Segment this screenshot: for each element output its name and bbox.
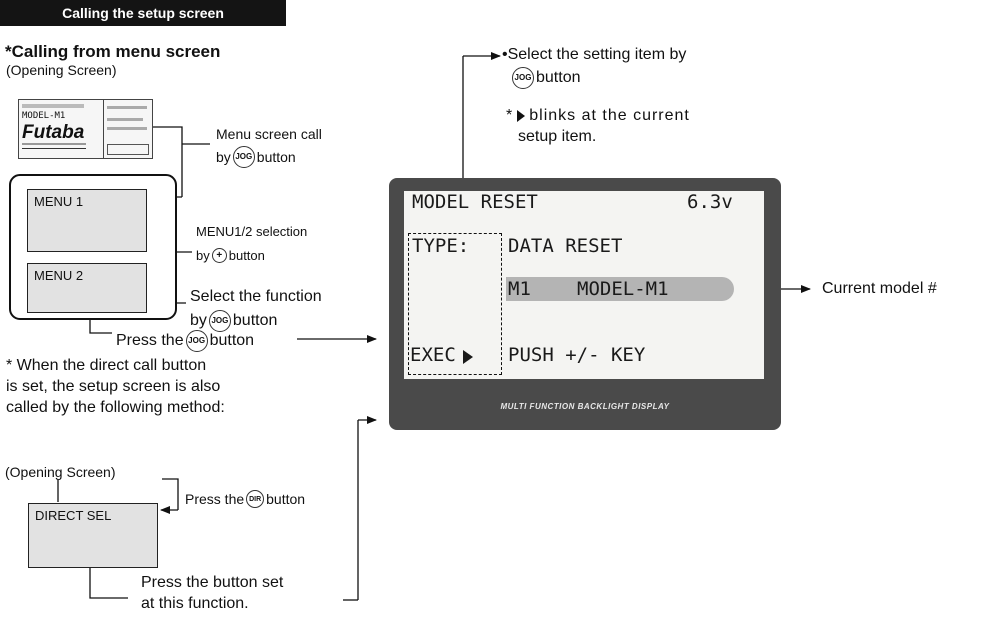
menu1-box: MENU 1 bbox=[27, 189, 147, 252]
press-set-line-2: at this function. bbox=[141, 595, 249, 612]
select-func-by-row: by JOG button bbox=[190, 310, 277, 332]
menu12-button-word: button bbox=[228, 248, 265, 263]
press-dir-row: Press the DIR button bbox=[185, 490, 305, 508]
thumb-divider bbox=[103, 100, 104, 158]
lcd-model-name: MODEL-M1 bbox=[577, 278, 669, 300]
select-func-by: by bbox=[190, 312, 207, 329]
menu12-by-row: by + button bbox=[196, 248, 265, 263]
press-set-line-1: Press the button set bbox=[141, 574, 284, 591]
lcd-type-value: DATA RESET bbox=[508, 235, 623, 257]
plus-button-icon: + bbox=[211, 248, 227, 263]
opening-screen-label: (Opening Screen) bbox=[6, 62, 117, 78]
menu12-text: MENU1/2 selection bbox=[196, 224, 308, 239]
jog-button-icon: JOG bbox=[232, 146, 255, 168]
lcd-screen: MODEL RESET 6.3v TYPE: DATA RESET M1 MOD… bbox=[404, 191, 764, 379]
thumb-info-2 bbox=[107, 118, 143, 121]
dir-button-icon: DIR bbox=[246, 490, 265, 508]
select-item-text: •Select the setting item by bbox=[502, 46, 687, 63]
lcd-cursor-icon bbox=[463, 350, 473, 364]
press-jog-bracket bbox=[89, 318, 112, 334]
press-dir-the: Press the bbox=[185, 491, 245, 507]
blinks-asterisk: * bbox=[506, 107, 514, 124]
menu1-label: MENU 1 bbox=[34, 194, 84, 209]
dir-bracket bbox=[162, 478, 179, 510]
futaba-logo: Futaba bbox=[22, 122, 85, 143]
opening-screen-thumbnail: MODEL-M1 Futaba bbox=[18, 99, 153, 159]
lcd-title: MODEL RESET bbox=[412, 191, 538, 213]
jog-button-icon: JOG bbox=[512, 67, 534, 89]
lcd-model-number: M1 bbox=[508, 278, 531, 300]
section-header: Calling the setup screen bbox=[0, 0, 286, 26]
section-title: *Calling from menu screen bbox=[5, 42, 221, 61]
menu-call-bracket bbox=[152, 126, 183, 197]
menu2-label: MENU 2 bbox=[34, 268, 84, 283]
press-set-bracket bbox=[89, 567, 128, 599]
opening-screen-label-2: (Opening Screen) bbox=[5, 464, 116, 480]
press-jog-the: Press the bbox=[116, 332, 184, 349]
menu2-box: MENU 2 bbox=[27, 263, 147, 313]
thumb-topbar bbox=[22, 104, 84, 108]
lcd-type-label: TYPE: bbox=[412, 235, 470, 257]
lcd-dashed-selection bbox=[408, 233, 502, 375]
lcd-model-highlight bbox=[506, 277, 734, 301]
menu12-by: by bbox=[196, 248, 210, 263]
menu-call-button-word: button bbox=[256, 149, 296, 165]
note-line-1: * When the direct call button bbox=[6, 357, 207, 374]
thumb-model-name: MODEL-M1 bbox=[22, 111, 66, 121]
lcd-footer: MULTI FUNCTION BACKLIGHT DISPLAY bbox=[500, 402, 670, 411]
select-func-text: Select the function bbox=[190, 288, 322, 305]
thumb-bar bbox=[22, 143, 86, 145]
lcd-exec-value: PUSH +/- KEY bbox=[508, 344, 646, 366]
press-jog-row: Press the JOG button bbox=[116, 330, 254, 352]
lcd-exec-label: EXEC bbox=[410, 344, 456, 366]
thumb-trim bbox=[22, 148, 86, 149]
select-func-button-word: button bbox=[232, 312, 278, 329]
lcd-voltage: 6.3v bbox=[687, 191, 733, 213]
menu-call-by-row: by JOG button bbox=[216, 146, 296, 168]
press-jog-button-word: button bbox=[209, 332, 255, 349]
jog-button-icon: JOG bbox=[185, 330, 208, 352]
press-dir-button-word: button bbox=[266, 491, 306, 507]
current-model-label: Current model # bbox=[822, 280, 937, 297]
menu-call-text: Menu screen call bbox=[216, 126, 322, 142]
thumb-info-3 bbox=[107, 127, 147, 130]
direct-sel-box: DIRECT SEL bbox=[28, 503, 158, 568]
cursor-triangle-icon bbox=[517, 110, 526, 122]
blinks-row: * blinks at the current bbox=[506, 108, 690, 124]
select-item-button-word: button bbox=[536, 69, 581, 86]
select-item-by-row: JOG button bbox=[510, 67, 580, 89]
thumb-info-1 bbox=[107, 106, 147, 109]
direct-sel-label: DIRECT SEL bbox=[35, 508, 112, 523]
blinks-text-2: setup item. bbox=[518, 128, 597, 145]
blinks-text: blinks at the current bbox=[529, 107, 690, 124]
menu-call-by: by bbox=[216, 149, 231, 165]
note-line-2: is set, the setup screen is also bbox=[6, 378, 221, 395]
note-line-3: called by the following method: bbox=[6, 399, 225, 416]
jog-button-icon: JOG bbox=[208, 310, 231, 332]
thumb-info-4 bbox=[107, 144, 149, 155]
